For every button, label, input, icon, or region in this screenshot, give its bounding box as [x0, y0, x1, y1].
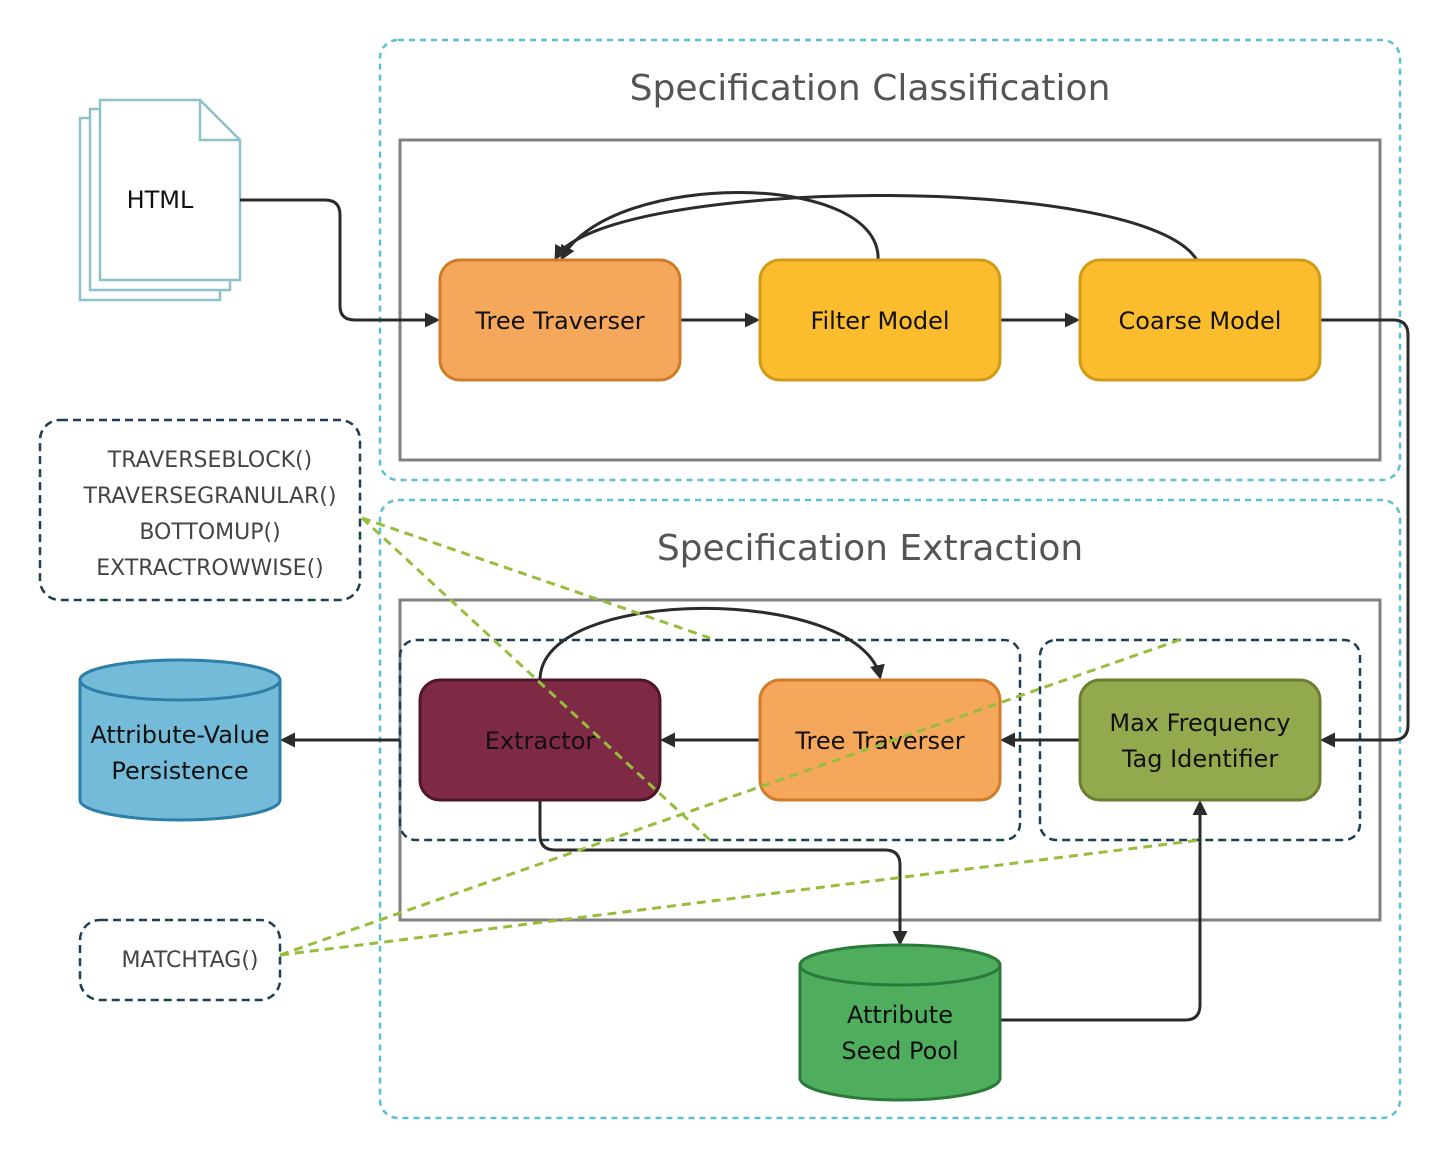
html-document-icon — [78, 98, 242, 302]
max-frequency-tag-identifier-node — [1078, 678, 1322, 802]
function-associations — [279, 516, 1201, 957]
assoc-matchtag-to-group-bottom — [279, 838, 1201, 957]
attribute-seed-pool-db — [798, 943, 1002, 1102]
fn-extractrowwise: EXTRACTROWWISE() — [96, 556, 324, 581]
connectors — [240, 191, 1410, 1022]
functions-box — [38, 418, 362, 602]
attribute-label: Attribute — [847, 1001, 953, 1029]
filter-model-node — [758, 258, 1002, 382]
coarse-model-label: Coarse Model — [1119, 307, 1282, 335]
persistence-label: Persistence — [111, 757, 248, 785]
edge-filter-back-to-tree — [560, 191, 880, 263]
filter-model-label: Filter Model — [810, 307, 949, 335]
assoc-functions-to-extractor — [360, 516, 712, 842]
attribute-value-label: Attribute-Value — [90, 721, 269, 749]
seed-pool-label: Seed Pool — [841, 1037, 958, 1065]
edge-seed-pool-to-tag — [1000, 800, 1208, 1022]
tree-traverser-node — [438, 258, 682, 382]
edge-coarse-back-to-tree — [554, 194, 1200, 263]
extraction-title: Specification Extraction — [657, 528, 1083, 569]
fn-traverseblock: TRAVERSEBLOCK() — [107, 448, 312, 473]
classification-section — [378, 38, 1402, 482]
attribute-value-persistence-db — [78, 658, 282, 822]
tree-traverser-label: Tree Traverser — [474, 307, 644, 335]
html-document-label: HTML — [127, 186, 194, 214]
classification-title: Specification Classification — [630, 68, 1111, 109]
fn-traversegranular: TRAVERSEGRANULAR() — [83, 484, 337, 509]
max-frequency-label: Max Frequency — [1109, 709, 1290, 737]
tree-traverser-extraction-node — [758, 678, 1002, 802]
classification-panel — [398, 138, 1382, 462]
extractor-label: Extractor — [485, 727, 596, 755]
edge-extractor-loop — [538, 606, 885, 681]
assoc-matchtag-to-group-top — [279, 636, 1186, 957]
edge-coarse-to-tag-identifier — [1320, 318, 1410, 748]
fn-bottomup: BOTTOMUP() — [139, 520, 280, 545]
fn-matchtag: MATCHTAG() — [122, 948, 259, 973]
coarse-model-node — [1078, 258, 1322, 382]
matchtag-box — [78, 918, 282, 1002]
tag-identifier-label: Tag Identifier — [1121, 745, 1279, 773]
edge-extractor-to-seed-pool — [538, 800, 908, 946]
edge-html-to-tree-traverser — [240, 198, 440, 328]
tree-traverser-extraction-label: Tree Traverser — [794, 727, 964, 755]
extractor-node — [418, 678, 662, 802]
extraction-section — [378, 498, 1402, 1120]
assoc-functions-to-traverser — [361, 516, 711, 640]
